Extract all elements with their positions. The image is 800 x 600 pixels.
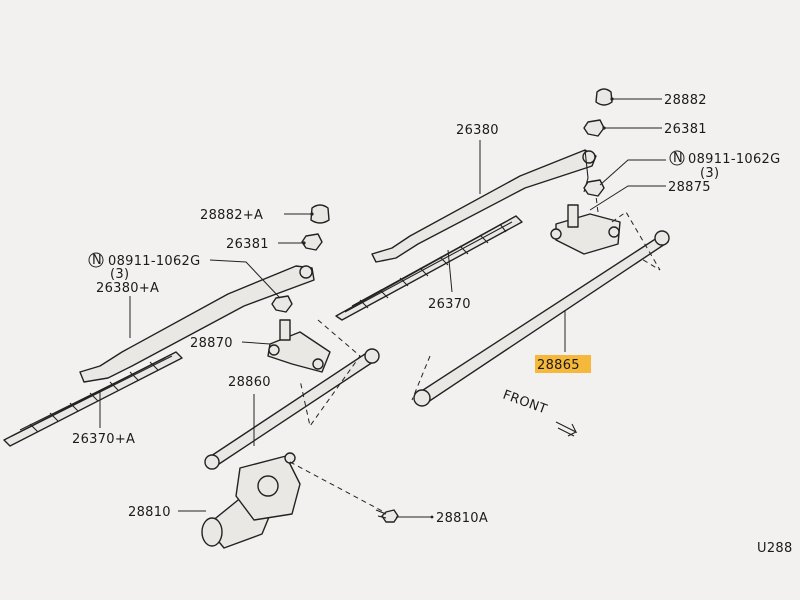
- diagram-code: U288: [757, 541, 793, 556]
- left-nut-08911: [271, 295, 293, 313]
- label-28870: 28870: [190, 336, 233, 351]
- left-pivot-assembly: [267, 319, 331, 373]
- label-28860: 28860: [228, 375, 271, 390]
- label-26381-left: 26381: [226, 237, 269, 252]
- label-26370a: 26370+A: [72, 432, 135, 447]
- wiper-motor-28810: [201, 452, 301, 549]
- label-28810a: 28810A: [436, 511, 488, 526]
- right-nut-26381: [583, 119, 605, 137]
- n-glyph-left: N: [92, 253, 102, 268]
- left-wiper-arm: [79, 265, 315, 383]
- n-glyph: N: [673, 151, 683, 166]
- left-wiper-blade: [3, 351, 183, 447]
- front-label: FRONT: [501, 388, 549, 418]
- highlight-28865: [535, 355, 591, 373]
- right-wiper-blade: [335, 215, 523, 321]
- left-cap-28882a: [310, 204, 330, 224]
- right-cap-28882: [595, 88, 613, 106]
- label-28865: 28865: [537, 358, 580, 373]
- bolt-28810a: [375, 509, 399, 523]
- link-rod-28860: [204, 348, 380, 470]
- label-26380a: 26380+A: [96, 281, 159, 296]
- label-26370: 26370: [428, 297, 471, 312]
- nut-symbol-icon: [88, 150, 685, 268]
- label-26380: 26380: [456, 123, 499, 138]
- label-08911-left-qty: (3): [110, 267, 129, 282]
- right-wiper-arm: [371, 149, 597, 263]
- right-pivot-assembly: [550, 204, 621, 255]
- leader-lines: [99, 97, 666, 519]
- link-rod-28865: [413, 230, 670, 407]
- label-08911-qty: (3): [700, 166, 719, 181]
- label-28875: 28875: [668, 180, 711, 195]
- label-28882: 28882: [664, 93, 707, 108]
- label-28882a: 28882+A: [200, 208, 263, 223]
- label-08911: 08911-1062G: [688, 152, 781, 167]
- right-nut-08911: [583, 179, 605, 197]
- left-nut-26381: [301, 233, 323, 251]
- label-08911-left: 08911-1062G: [108, 254, 201, 269]
- label-26381: 26381: [664, 122, 707, 137]
- label-28810: 28810: [128, 505, 171, 520]
- front-arrow-icon: [555, 421, 578, 437]
